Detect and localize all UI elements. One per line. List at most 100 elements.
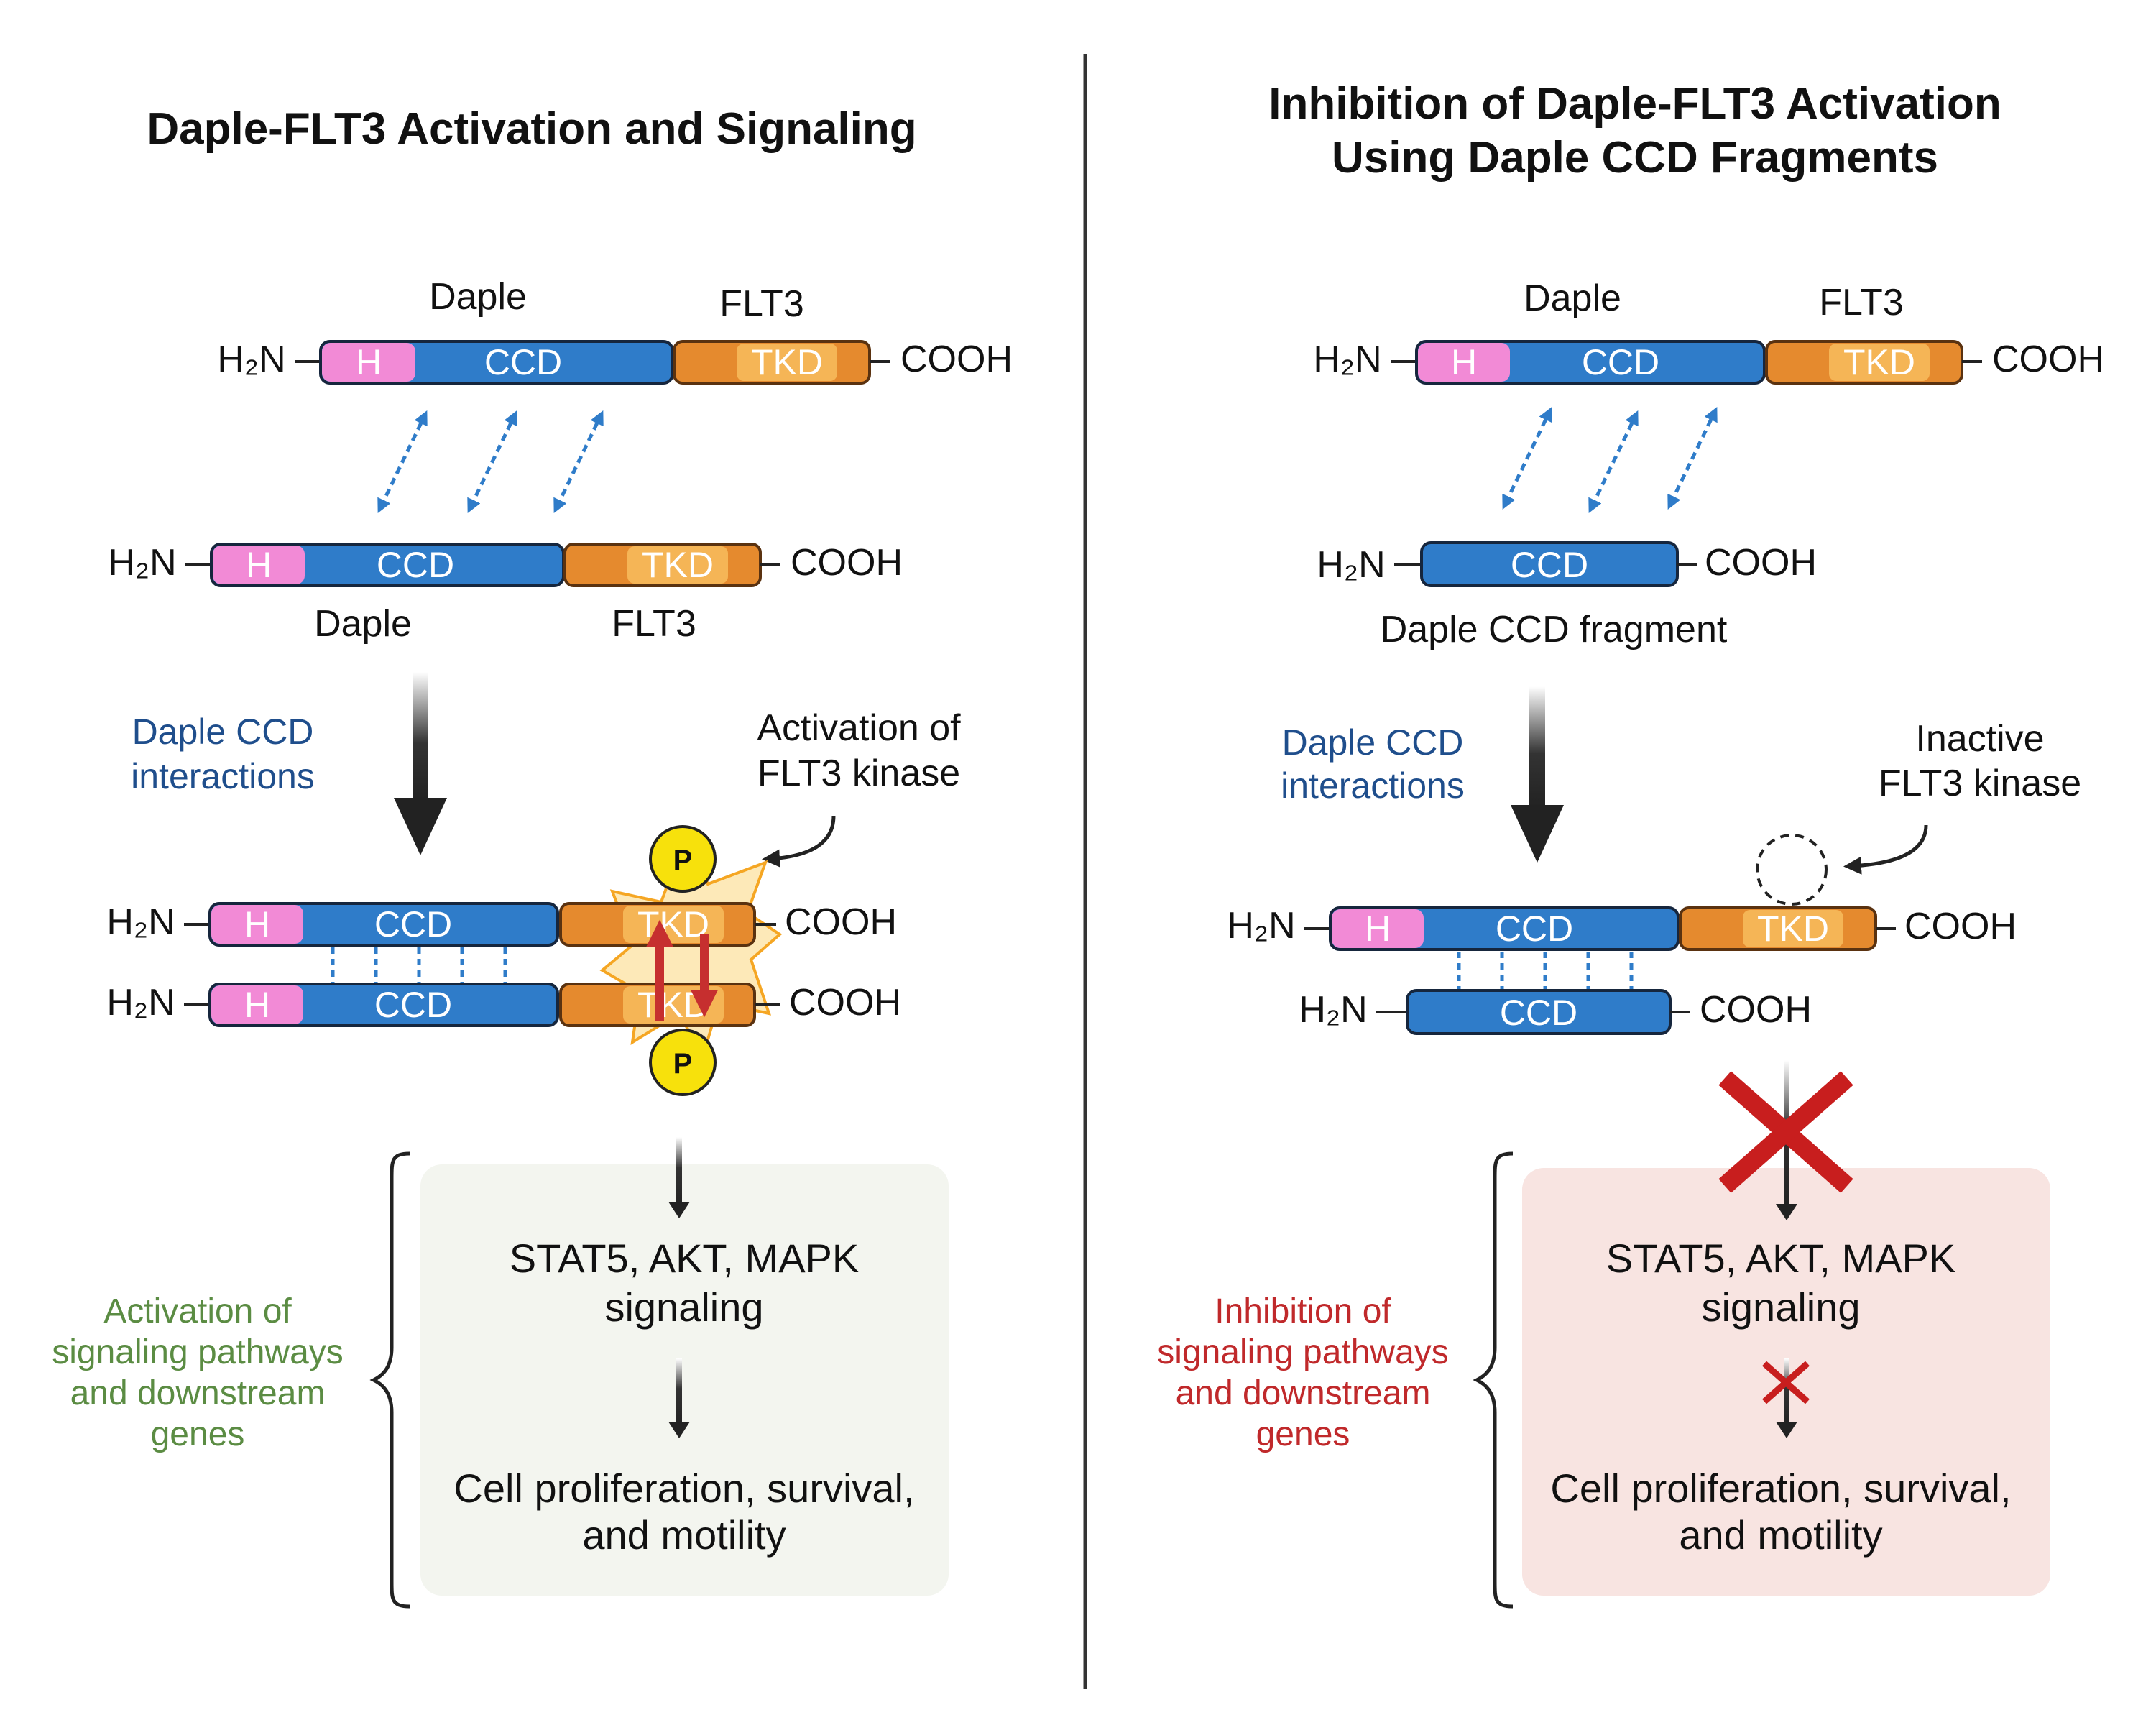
right-callout-line2: FLT3 kinase <box>1879 763 2081 804</box>
right-complex-fragment-ccd: CCD <box>1500 993 1577 1033</box>
left-dimer-tkd-domain-1: TKD <box>637 904 709 944</box>
right-interaction-label-line1: Daple CCD <box>1282 722 1464 763</box>
left-box-signaling-line2: signaling <box>604 1284 763 1330</box>
right-top-n-term: H₂N <box>1313 339 1381 380</box>
phospho-label-bottom: P <box>673 1048 693 1080</box>
right-interaction-label-line2: interactions <box>1281 765 1465 806</box>
right-interaction-arrows <box>1502 406 1718 514</box>
right-complex-n-term-2: H₂N <box>1299 989 1367 1031</box>
dashed-double-arrow <box>1588 410 1639 514</box>
right-side-label-line3: and downstream <box>1176 1374 1431 1412</box>
right-box-outcome-line1: Cell proliferation, survival, <box>1550 1466 2011 1511</box>
left-bottom-daple-protein: H CCD <box>210 543 565 587</box>
right-callout-line1: Inactive <box>1915 718 2044 760</box>
left-top-daple-protein: H CCD <box>319 340 674 385</box>
left-main-down-arrow <box>394 672 447 855</box>
right-curly-brace <box>1473 1151 1514 1609</box>
left-bottom-tkd-domain: TKD <box>642 545 714 585</box>
right-top-c-term: COOH <box>1992 339 2104 380</box>
left-top-c-term: COOH <box>900 339 1013 380</box>
left-dimer: H₂N H CCD TKD COOH H₂N H CCD <box>106 825 901 1096</box>
right-complex-n-term-1: H₂N <box>1227 905 1295 947</box>
left-bottom-n-term: H₂N <box>108 542 176 584</box>
left-bottom-h-domain: H <box>246 545 272 585</box>
left-bottom-pair: H₂N H CCD TKD COOH Daple FLT3 <box>108 542 903 645</box>
left-box-signaling-line1: STAT5, AKT, MAPK <box>510 1236 860 1281</box>
left-box-outcome-line1: Cell proliferation, survival, <box>453 1466 914 1511</box>
right-ccd-fragment: H₂N CCD COOH Daple CCD fragment <box>1317 541 1817 650</box>
right-top-tkd-domain: TKD <box>1843 342 1915 382</box>
right-title-line1: Inhibition of Daple-FLT3 Activation <box>1268 79 2001 129</box>
right-complex-c-term-2: COOH <box>1700 989 1812 1031</box>
left-dimer-ccd-domain-2: CCD <box>374 985 452 1025</box>
right-fragment-c-term: COOH <box>1705 542 1817 584</box>
left-top-n-term: H₂N <box>217 339 285 380</box>
left-callout-arrow <box>762 815 836 868</box>
left-panel: Daple-FLT3 Activation and Signaling Dapl… <box>52 104 1013 1609</box>
left-dimer-n-term-2: H₂N <box>106 982 175 1024</box>
small-block-x-icon <box>1762 1361 1810 1404</box>
left-dimer-h-domain-2: H <box>244 985 270 1025</box>
right-box-signaling-line2: signaling <box>1701 1284 1860 1330</box>
right-main-down-arrow <box>1511 686 1564 862</box>
left-top-h-domain: H <box>356 342 382 382</box>
phospho-label-top: P <box>673 845 693 876</box>
right-fragment-ccd-domain: CCD <box>1511 545 1588 585</box>
right-top-pair: Daple FLT3 H₂N H CCD TKD COOH <box>1313 277 2104 385</box>
complex-interaction-dashes <box>1457 952 1634 990</box>
missing-phospho-circle <box>1756 834 1828 906</box>
left-outcome-box <box>420 1164 949 1596</box>
left-dimer-c-term-2: COOH <box>789 982 901 1024</box>
phospho-group-bottom: P <box>649 1029 717 1096</box>
left-arrow-signaling-to-outcome <box>668 1358 690 1438</box>
left-top-flt3-protein: TKD <box>673 340 871 385</box>
left-bottom-daple-label: Daple <box>314 603 412 645</box>
left-bottom-ccd-domain: CCD <box>377 545 454 585</box>
left-top-tkd-domain: TKD <box>751 342 823 382</box>
phospho-group-top: P <box>649 825 717 893</box>
right-complex: H₂N H CCD TKD COOH H₂N CCD COOH <box>1227 905 2017 1035</box>
left-title: Daple-FLT3 Activation and Signaling <box>147 104 916 154</box>
right-complex-ccd-domain: CCD <box>1496 908 1573 949</box>
block-x-icon <box>1718 1071 1853 1193</box>
left-callout-line2: FLT3 kinase <box>757 753 960 794</box>
right-panel: Inhibition of Daple-FLT3 Activation Usin… <box>1157 79 2104 1609</box>
right-top-flt3-label: FLT3 <box>1819 282 1904 323</box>
right-title-line2: Using Daple CCD Fragments <box>1332 133 1938 183</box>
left-dimer-h-domain-1: H <box>244 904 270 944</box>
left-dimer-c-term-1: COOH <box>785 901 897 943</box>
right-fragment-label: Daple CCD fragment <box>1381 609 1728 650</box>
right-top-flt3-protein: TKD <box>1765 340 1963 385</box>
right-box-signaling-line1: STAT5, AKT, MAPK <box>1606 1236 1956 1281</box>
left-side-label-line4: genes <box>151 1415 245 1453</box>
left-side-label-line1: Activation of <box>103 1292 292 1330</box>
dashed-double-arrow <box>1667 406 1718 510</box>
right-top-h-domain: H <box>1451 342 1477 382</box>
left-top-daple-label: Daple <box>429 276 527 318</box>
right-complex-tkd-domain: TKD <box>1757 908 1829 949</box>
left-side-label-line3: and downstream <box>70 1374 326 1412</box>
left-dimer-ccd-domain-1: CCD <box>374 904 452 944</box>
dimer-interaction-dashes <box>331 947 507 983</box>
left-dimer-tkd-domain-2: TKD <box>637 985 709 1025</box>
left-top-ccd-domain: CCD <box>484 342 562 382</box>
right-side-label-line1: Inhibition of <box>1215 1292 1391 1330</box>
right-arrow-signaling-to-outcome <box>1776 1358 1797 1438</box>
right-callout-arrow <box>1843 824 1928 875</box>
left-box-outcome-line2: and motility <box>582 1512 786 1558</box>
right-top-daple-label: Daple <box>1524 277 1621 319</box>
left-bottom-flt3-label: FLT3 <box>612 603 696 645</box>
right-side-label-line2: signaling pathways <box>1157 1333 1449 1371</box>
right-complex-c-term-1: COOH <box>1904 906 2017 947</box>
left-side-label-line2: signaling pathways <box>52 1333 344 1371</box>
left-top-flt3-label: FLT3 <box>719 283 804 325</box>
left-curly-brace <box>369 1151 410 1609</box>
left-interaction-label-line2: interactions <box>131 756 315 796</box>
left-interaction-arrows <box>377 410 604 514</box>
left-top-pair: Daple FLT3 H₂N H CCD TKD COOH <box>217 276 1013 385</box>
dashed-double-arrow <box>467 410 517 514</box>
right-box-outcome-line2: and motility <box>1679 1512 1882 1558</box>
left-arrow-into-box <box>668 1137 690 1218</box>
dashed-double-arrow <box>1502 406 1552 510</box>
